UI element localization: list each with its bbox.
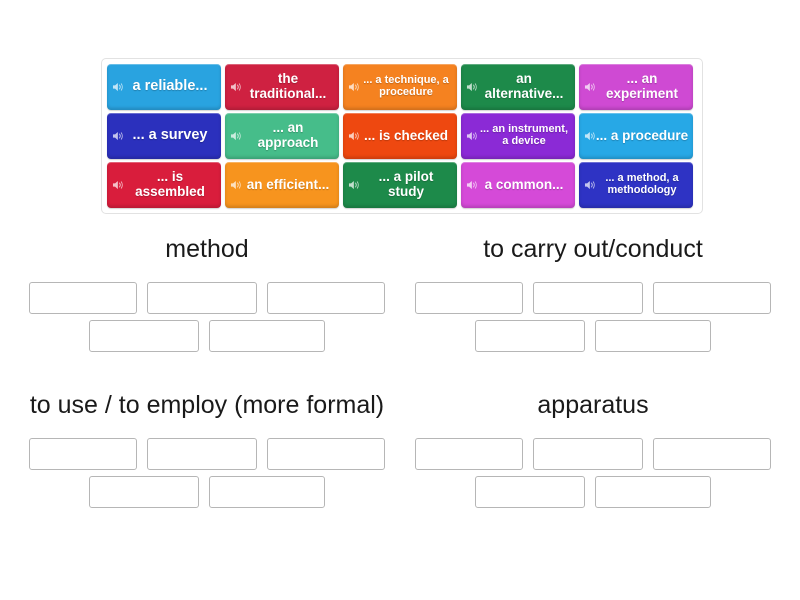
drop-slot[interactable] xyxy=(595,475,711,508)
word-tile-label: ... an approach xyxy=(257,120,319,150)
drop-slot[interactable] xyxy=(29,437,137,470)
word-tile[interactable]: an efficient... xyxy=(225,162,339,208)
category-group-3: apparatus xyxy=(402,391,784,514)
word-tile[interactable]: ... a procedure xyxy=(579,113,693,159)
drop-slot[interactable] xyxy=(267,281,385,314)
word-tile[interactable]: ... a pilot study xyxy=(343,162,457,208)
speaker-icon[interactable] xyxy=(466,130,479,143)
category-title-1: to carry out/conduct xyxy=(483,235,703,263)
speaker-icon[interactable] xyxy=(466,81,479,94)
tile-row: ... a survey ... an approach ... is checke… xyxy=(107,113,697,159)
word-tile[interactable]: a reliable... xyxy=(107,64,221,110)
word-tile-label: ... a procedure xyxy=(595,127,689,143)
word-tile-label: an alternative... xyxy=(484,71,564,101)
word-tile[interactable]: ... a technique, a procedure xyxy=(343,64,457,110)
category-slots-0 xyxy=(16,281,398,352)
word-tile[interactable]: a common... xyxy=(461,162,575,208)
word-tile[interactable]: ... an experiment xyxy=(579,64,693,110)
drop-slot[interactable] xyxy=(595,319,711,352)
tile-row: a reliable... the traditional... ... a tec… xyxy=(107,64,697,110)
drop-slot-row xyxy=(16,281,398,314)
word-tile-tray: a reliable... the traditional... ... a tec… xyxy=(101,58,703,214)
word-tile[interactable]: ... a method, a methodology xyxy=(579,162,693,208)
drop-slot[interactable] xyxy=(475,319,585,352)
word-tile[interactable]: ... a survey xyxy=(107,113,221,159)
drop-slot[interactable] xyxy=(147,437,257,470)
word-tile-label: ... is assembled xyxy=(135,169,205,199)
speaker-icon[interactable] xyxy=(112,179,125,192)
drop-slot[interactable] xyxy=(89,475,199,508)
category-slots-2 xyxy=(16,437,398,508)
speaker-icon[interactable] xyxy=(584,81,597,94)
word-tile[interactable]: the traditional... xyxy=(225,64,339,110)
word-tile-label: ... an experiment xyxy=(605,71,679,101)
word-tile-label: a reliable... xyxy=(132,78,208,95)
drop-slot[interactable] xyxy=(653,437,771,470)
speaker-icon[interactable] xyxy=(348,81,361,94)
drop-slot-row xyxy=(402,281,784,314)
drop-slot[interactable] xyxy=(89,319,199,352)
drop-slot-row xyxy=(16,475,398,508)
category-title-2: to use / to employ (more formal) xyxy=(29,391,385,419)
drop-slot[interactable] xyxy=(415,437,523,470)
drop-slot-row xyxy=(402,319,784,352)
speaker-icon[interactable] xyxy=(112,130,125,143)
drop-slot-row xyxy=(402,475,784,508)
tile-row: ... is assembled an efficient... ... a pil… xyxy=(107,162,697,208)
word-tile[interactable]: an alternative... xyxy=(461,64,575,110)
speaker-icon[interactable] xyxy=(112,81,125,94)
word-tile-label: ... an instrument, a device xyxy=(479,123,568,147)
speaker-icon[interactable] xyxy=(230,130,243,143)
speaker-icon[interactable] xyxy=(230,179,243,192)
drop-slot[interactable] xyxy=(267,437,385,470)
drop-slot[interactable] xyxy=(415,281,523,314)
drop-slot-row xyxy=(16,437,398,470)
drop-slot[interactable] xyxy=(209,319,325,352)
category-group-2: to use / to employ (more formal) xyxy=(16,391,398,514)
category-slots-1 xyxy=(402,281,784,352)
category-group-1: to carry out/conduct xyxy=(402,235,784,358)
speaker-icon[interactable] xyxy=(348,130,361,143)
drop-slot[interactable] xyxy=(147,281,257,314)
word-tile-label: the traditional... xyxy=(249,71,327,101)
drop-slot[interactable] xyxy=(533,437,643,470)
word-tile-label: a common... xyxy=(484,176,564,192)
category-title-0: method xyxy=(165,235,249,263)
word-tile-label: ... is checked xyxy=(363,127,449,143)
drop-slot[interactable] xyxy=(533,281,643,314)
category-title-3: apparatus xyxy=(537,391,649,419)
word-tile-label: ... a technique, a procedure xyxy=(363,74,449,98)
word-tile[interactable]: ... is assembled xyxy=(107,162,221,208)
speaker-icon[interactable] xyxy=(584,130,597,143)
word-tile[interactable]: ... is checked xyxy=(343,113,457,159)
drop-slot-row xyxy=(16,319,398,352)
word-tile-label: ... a survey xyxy=(132,127,208,144)
category-slots-3 xyxy=(402,437,784,508)
speaker-icon[interactable] xyxy=(584,179,597,192)
drop-slot[interactable] xyxy=(29,281,137,314)
word-tile-label: ... a method, a methodology xyxy=(605,172,679,196)
word-tile[interactable]: ... an approach xyxy=(225,113,339,159)
drop-slot[interactable] xyxy=(475,475,585,508)
word-tile-label: ... a pilot study xyxy=(378,169,434,199)
drop-slot-row xyxy=(402,437,784,470)
speaker-icon[interactable] xyxy=(466,179,479,192)
speaker-icon[interactable] xyxy=(230,81,243,94)
drop-slot[interactable] xyxy=(209,475,325,508)
speaker-icon[interactable] xyxy=(348,179,361,192)
word-tile-label: an efficient... xyxy=(246,176,330,192)
word-tile[interactable]: ... an instrument, a device xyxy=(461,113,575,159)
category-group-0: method xyxy=(16,235,398,358)
drop-slot[interactable] xyxy=(653,281,771,314)
